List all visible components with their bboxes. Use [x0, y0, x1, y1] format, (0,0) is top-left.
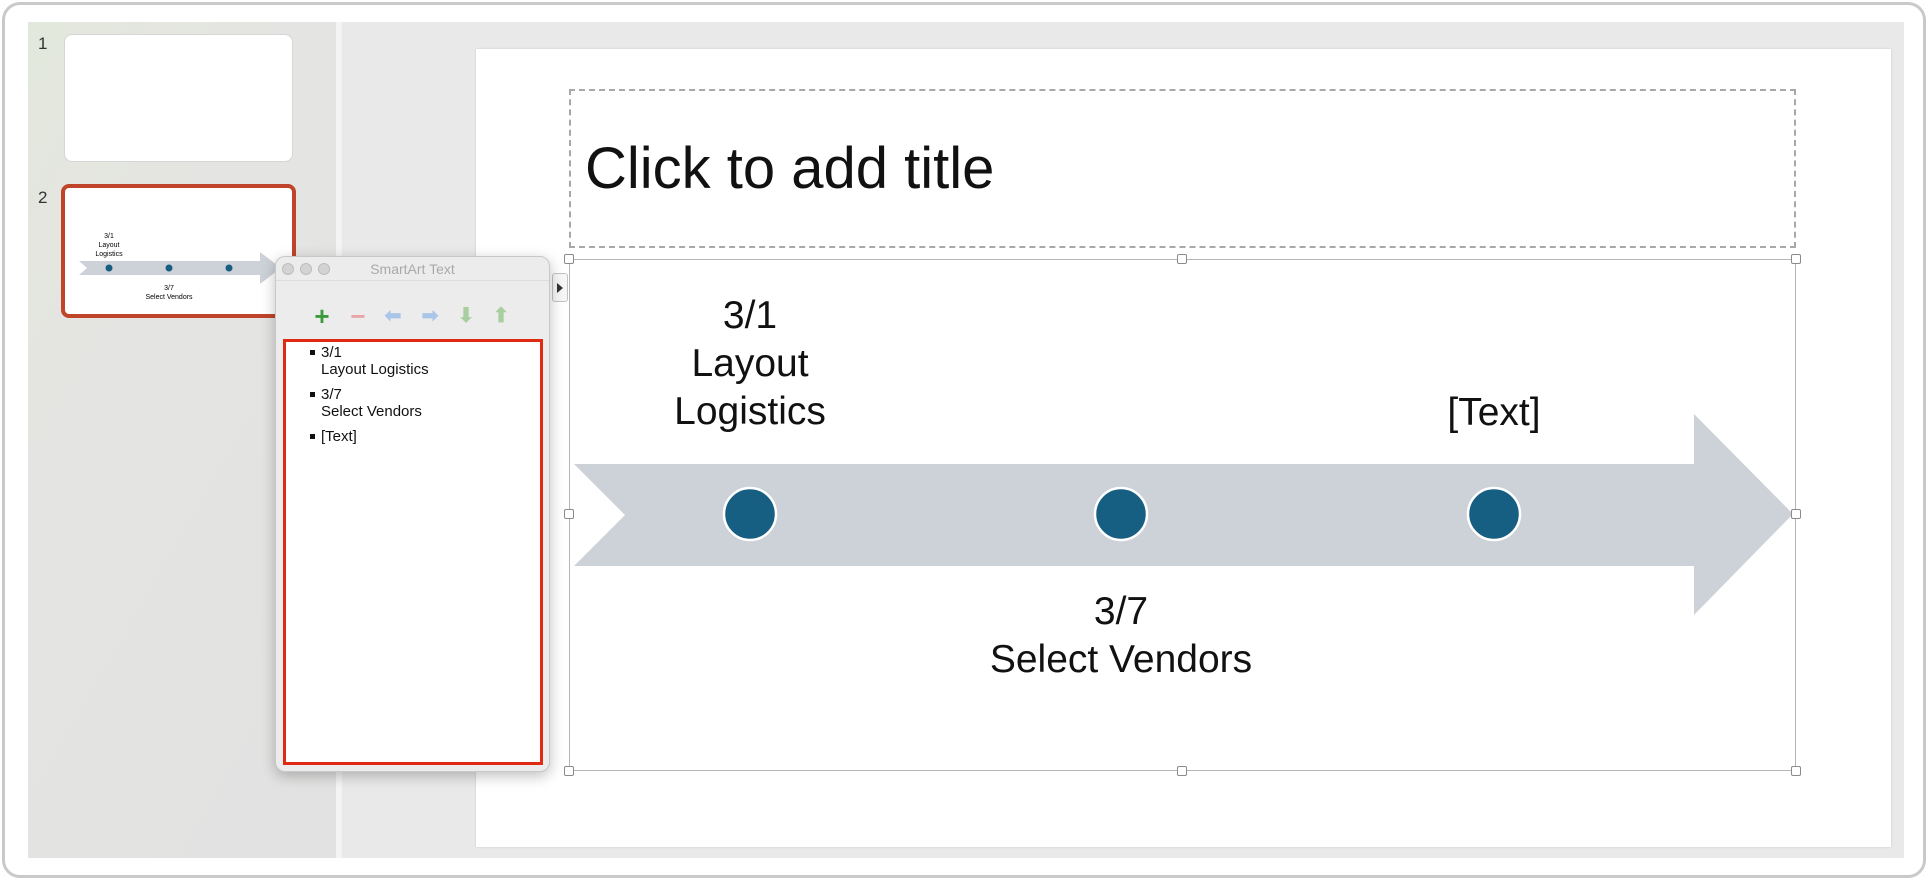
close-button[interactable]	[282, 263, 294, 275]
zoom-button[interactable]	[318, 263, 330, 275]
item-label: Select Vendors	[989, 638, 1253, 681]
resize-handle[interactable]	[1791, 766, 1801, 776]
thumb-text: 3/1	[104, 233, 114, 240]
bullet-text: 3/1	[321, 344, 342, 361]
minimize-button[interactable]	[300, 263, 312, 275]
item-label: Logistics	[674, 390, 826, 433]
slide-canvas	[476, 49, 1891, 847]
bullet-item[interactable]: [Text]	[310, 428, 540, 445]
slide-thumbnail-1[interactable]	[64, 34, 293, 162]
thumb-text: Select Vendors	[145, 294, 193, 301]
promote-icon[interactable]: ⬅	[384, 305, 402, 327]
resize-handle[interactable]	[564, 766, 574, 776]
pane-title: SmartArt Text	[276, 257, 549, 281]
resize-handle[interactable]	[1177, 254, 1187, 264]
bullet-text: [Text]	[321, 428, 357, 445]
timeline-arrow	[574, 414, 1793, 615]
add-icon[interactable]: +	[314, 301, 330, 331]
timeline-item-1[interactable]: 3/1 Layout Logistics	[674, 292, 826, 436]
timeline-item-2[interactable]: 3/7 Select Vendors	[990, 588, 1252, 684]
slide-number-2: 2	[38, 188, 48, 207]
thumbnail-diagram	[79, 252, 281, 284]
timeline-item-3[interactable]: [Text]	[1447, 389, 1540, 437]
bullet-text: Select Vendors	[321, 403, 422, 420]
thumb-text: 3/7	[164, 285, 174, 292]
move-down-icon[interactable]: ⬇	[457, 305, 475, 327]
move-up-icon[interactable]: ⬆	[492, 305, 510, 327]
item-placeholder-text: [Text]	[1447, 391, 1541, 434]
slide-number-1: 1	[38, 34, 48, 53]
timeline-dot-2	[1093, 486, 1149, 542]
title-placeholder-text: Click to add title	[585, 136, 995, 201]
demote-icon[interactable]: ➡	[421, 305, 439, 327]
resize-handle[interactable]	[1791, 254, 1801, 264]
thumb-text: Logistics	[95, 251, 123, 258]
item-date: 3/7	[1093, 590, 1149, 633]
resize-handle[interactable]	[1177, 766, 1187, 776]
timeline-dot-1	[722, 486, 778, 542]
item-date: 3/1	[722, 294, 778, 337]
remove-icon[interactable]: −	[350, 301, 366, 331]
bullet-text: 3/7	[321, 386, 342, 403]
timeline-dot-3	[1466, 486, 1522, 542]
slide-thumbnail-2[interactable]: 3/1 Layout Logistics 3/7 Select Vendors	[61, 184, 296, 318]
resize-handle[interactable]	[1791, 509, 1801, 519]
item-label: Layout	[691, 342, 809, 385]
bullet-text: Layout Logistics	[321, 361, 429, 378]
resize-handle[interactable]	[564, 254, 574, 264]
thumb-text: Layout	[98, 242, 120, 249]
smartart-text-pane-toggle[interactable]	[552, 273, 568, 302]
title-placeholder[interactable]: Click to add title	[569, 89, 1796, 248]
resize-handle[interactable]	[564, 509, 574, 519]
